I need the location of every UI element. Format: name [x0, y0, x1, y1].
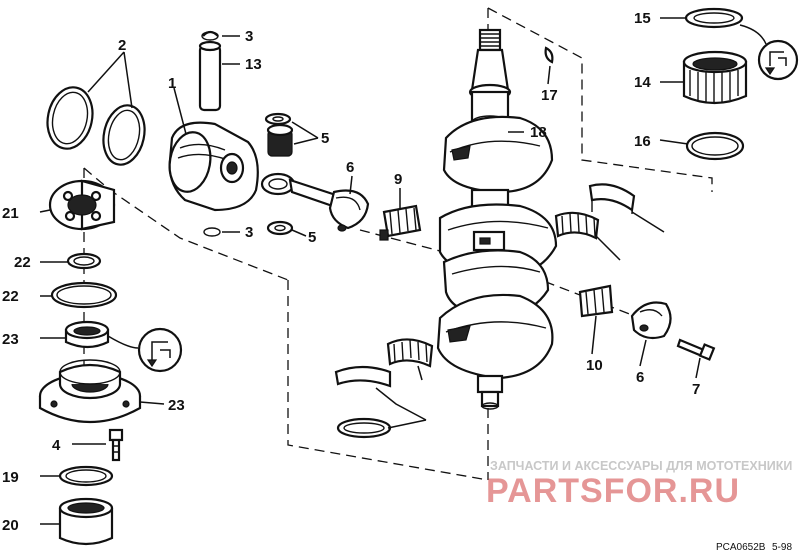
callout-14: 18: [530, 124, 547, 141]
watermark-logo: PARTSFOR.RU: [486, 472, 740, 510]
callout-2: 2: [118, 37, 126, 54]
drawing-date: 5-98: [772, 542, 792, 553]
connecting-rod: [260, 172, 370, 232]
callout-3-top: 3: [245, 28, 253, 45]
crankshaft: [436, 28, 558, 410]
callout-12: 16: [634, 133, 651, 150]
lower-o-ring: [58, 465, 114, 487]
o-ring: [50, 281, 118, 309]
main-bearing-race-lower: [334, 365, 392, 439]
callout-15: 19: [2, 469, 19, 486]
callout-9: 13: [245, 56, 262, 73]
retaining-ring: [66, 252, 102, 270]
rod-cap-bolt: [676, 338, 716, 361]
main-bearing-race-upper: [588, 183, 636, 214]
callout-19: 22: [2, 288, 19, 305]
callout-16: 20: [2, 517, 19, 534]
callout-21: 23: [2, 331, 19, 348]
oil-seal: [64, 320, 110, 349]
connecting-rod-cap: [630, 301, 672, 340]
callout-1: 1: [168, 75, 176, 92]
ball-bearing: [48, 179, 116, 231]
callout-20: 23: [168, 397, 185, 414]
housing-screw: [108, 428, 124, 462]
callout-13: 17: [541, 87, 558, 104]
callout-leader-lines: [39, 17, 701, 525]
callout-7: 7: [692, 381, 700, 398]
watermark: ЗАПЧАСТИ И АКСЕССУАРЫ ДЛЯ МОТОТЕХНИКИ PA…: [486, 459, 792, 510]
callout-3-bottom: 3: [245, 224, 253, 241]
callout-5-top: 5: [321, 130, 329, 147]
lubricant-oil-icon: [107, 327, 183, 373]
callout-6-rod: 6: [346, 159, 354, 176]
callout-8-upper: 9: [394, 171, 402, 188]
callout-18: 22: [14, 254, 31, 271]
main-bearing-cage-upper: [554, 211, 600, 240]
upper-main-bearing-group: [682, 7, 748, 161]
callout-6-cap: 6: [636, 369, 644, 386]
piston: [168, 121, 259, 212]
callout-4: 4: [52, 437, 61, 454]
callout-17: 21: [2, 205, 19, 222]
piston-rings: [46, 86, 146, 166]
callout-11: 15: [634, 10, 651, 27]
drawing-code: PCA0652B: [716, 542, 766, 553]
needle-bearing-and-washers: [264, 112, 294, 236]
callout-10: 14: [634, 74, 651, 91]
wrist-pin: [198, 40, 222, 112]
sleeve-bushing: [58, 497, 114, 546]
main-bearing-cage-lower: [386, 338, 434, 368]
callout-5-bottom: 5: [308, 229, 316, 246]
woodruff-key: [544, 46, 554, 64]
lubricant-oil-icon: [739, 24, 799, 81]
drawing-reference: PCA0652B 5-98: [716, 542, 792, 553]
callout-8-lower: 10: [586, 357, 603, 374]
callout-labels: 2 1 3 13 3 5 5 6 9 18 17 15 14 16 21 22 …: [2, 10, 700, 534]
retaining-clips: [201, 30, 221, 237]
crankpin-bearing-cages: [379, 204, 614, 318]
lower-bearing-housing: [38, 359, 142, 423]
watermark-tagline: ЗАПЧАСТИ И АКСЕССУАРЫ ДЛЯ МОТОТЕХНИКИ: [490, 459, 792, 473]
